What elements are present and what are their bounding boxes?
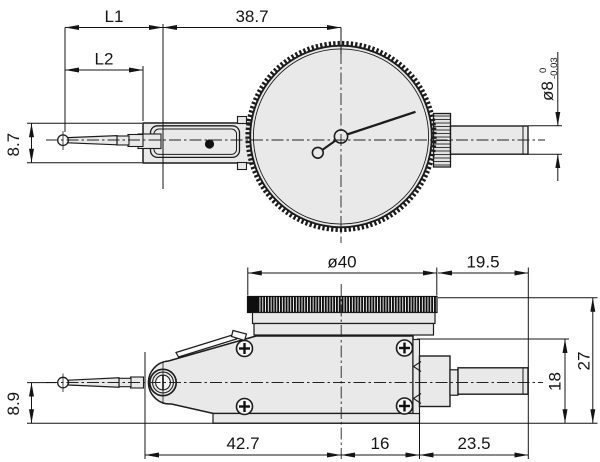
dovetail-notch-top <box>412 361 422 372</box>
dim-27: 27 <box>575 352 594 371</box>
front-view-dimensions <box>27 24 562 189</box>
clamp-screw-dot <box>204 139 215 149</box>
side-view <box>46 284 543 459</box>
dovetail-notch-bottom <box>412 393 422 404</box>
bezel-knurl-band <box>246 295 438 314</box>
side-view-dimensions <box>27 267 598 459</box>
holder-ear-top <box>236 115 248 125</box>
dim-l2: L2 <box>95 50 114 69</box>
stylus-shaft-2 <box>127 133 144 148</box>
dim-l1: L1 <box>105 7 124 26</box>
bezel-knurl-left-cap <box>247 296 259 313</box>
dim-8-9: 8.9 <box>4 392 23 416</box>
dim-8-7: 8.7 <box>4 133 23 157</box>
dim-18: 18 <box>546 372 565 391</box>
dim-38-7: 38.7 <box>235 7 268 26</box>
dial-knurl-teeth <box>245 40 437 233</box>
front-view <box>46 40 545 243</box>
dim-42-7: 42.7 <box>226 434 259 453</box>
dimension-labels: L1 38.7 L2 8.7 ø8 0 -0.03 ø40 19.5 27 18… <box>4 7 594 453</box>
stem-side <box>457 367 529 395</box>
dim-dial-dia: ø40 <box>327 253 356 272</box>
dim-stem-tol-lower: -0.03 <box>549 57 560 79</box>
stem-mount-block <box>418 355 451 408</box>
lever-strip <box>175 333 238 358</box>
screw-cross-slots <box>239 342 410 412</box>
dim-stem-dia: ø8 <box>538 81 557 101</box>
dim-stem-tol-upper: 0 <box>538 68 549 73</box>
housing-body <box>147 335 414 415</box>
bezel-rim-lower <box>253 322 435 336</box>
dim-19-5: 19.5 <box>466 253 499 272</box>
holder-ear-bottom <box>236 161 248 171</box>
needle-counterweight-loop <box>311 146 324 160</box>
needle-counterweight-arm <box>320 138 338 152</box>
needle <box>340 110 416 138</box>
bezel-rim-upper <box>251 311 436 325</box>
dim-23-5: 23.5 <box>457 434 490 453</box>
stylus-shaft-1 <box>116 135 130 146</box>
dim-16: 16 <box>371 434 390 453</box>
